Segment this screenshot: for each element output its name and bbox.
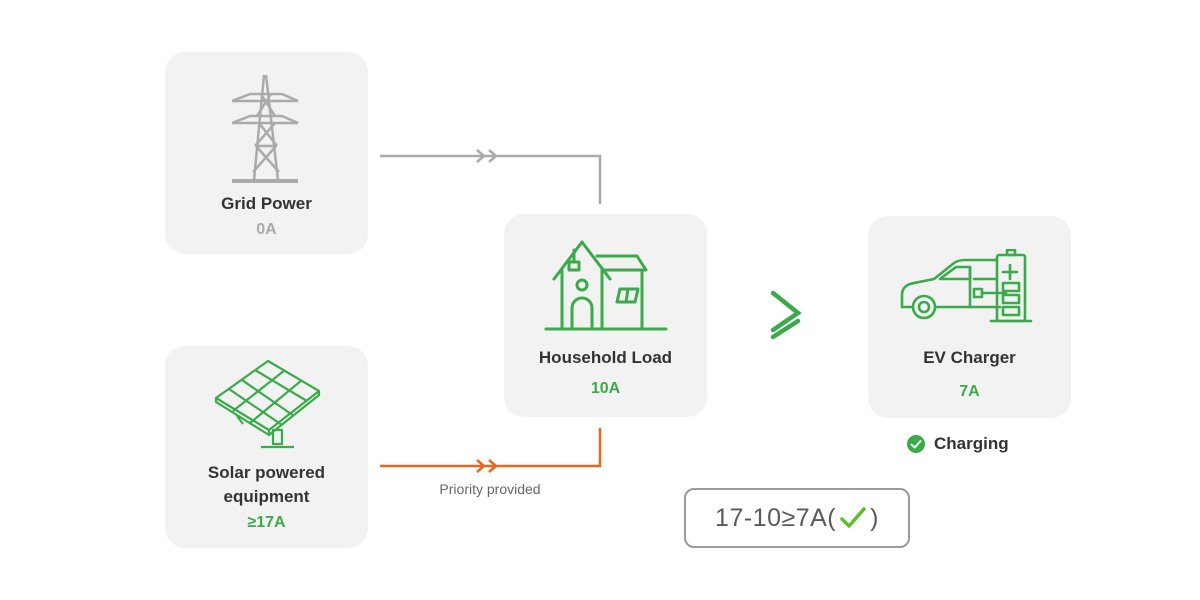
- solar-value: ≥17A: [247, 514, 286, 531]
- ev-charger-card: EV Charger 7A: [868, 216, 1071, 418]
- solar-card: Solar powered equipment ≥17A: [165, 346, 368, 548]
- formula-box: 17-10≥7A( ): [684, 488, 910, 548]
- transmission-tower-icon: [231, 74, 299, 183]
- charging-status-text: Charging: [934, 434, 1009, 453]
- solar-title-line2: equipment: [223, 487, 310, 506]
- grid-power-value: 0A: [256, 221, 277, 238]
- solar-to-household-line: [380, 428, 602, 473]
- grid-to-household-line: [380, 149, 602, 204]
- greater-equal-symbol: [770, 290, 802, 340]
- solar-panel-icon: [214, 359, 321, 449]
- formula-close: ): [870, 503, 879, 532]
- priority-label: Priority provided: [439, 481, 541, 497]
- ev-charger-value: 7A: [959, 383, 980, 400]
- household-load-value: 10A: [590, 380, 621, 397]
- household-load-card: Household Load 10A: [504, 214, 707, 417]
- household-load-title: Household Load: [538, 348, 673, 367]
- ev-charger-icon: [900, 249, 1033, 323]
- charging-status: Charging: [906, 432, 1009, 456]
- grid-power-card: Grid Power 0A: [165, 52, 368, 254]
- check-icon: [840, 507, 866, 528]
- ev-charger-title: EV Charger: [923, 348, 1016, 367]
- check-circle-icon: [907, 435, 925, 453]
- formula-expression: 17-10≥7A(: [715, 503, 837, 532]
- solar-title-line1: Solar powered: [207, 463, 326, 482]
- house-icon: [544, 240, 668, 331]
- grid-power-title: Grid Power: [221, 194, 312, 213]
